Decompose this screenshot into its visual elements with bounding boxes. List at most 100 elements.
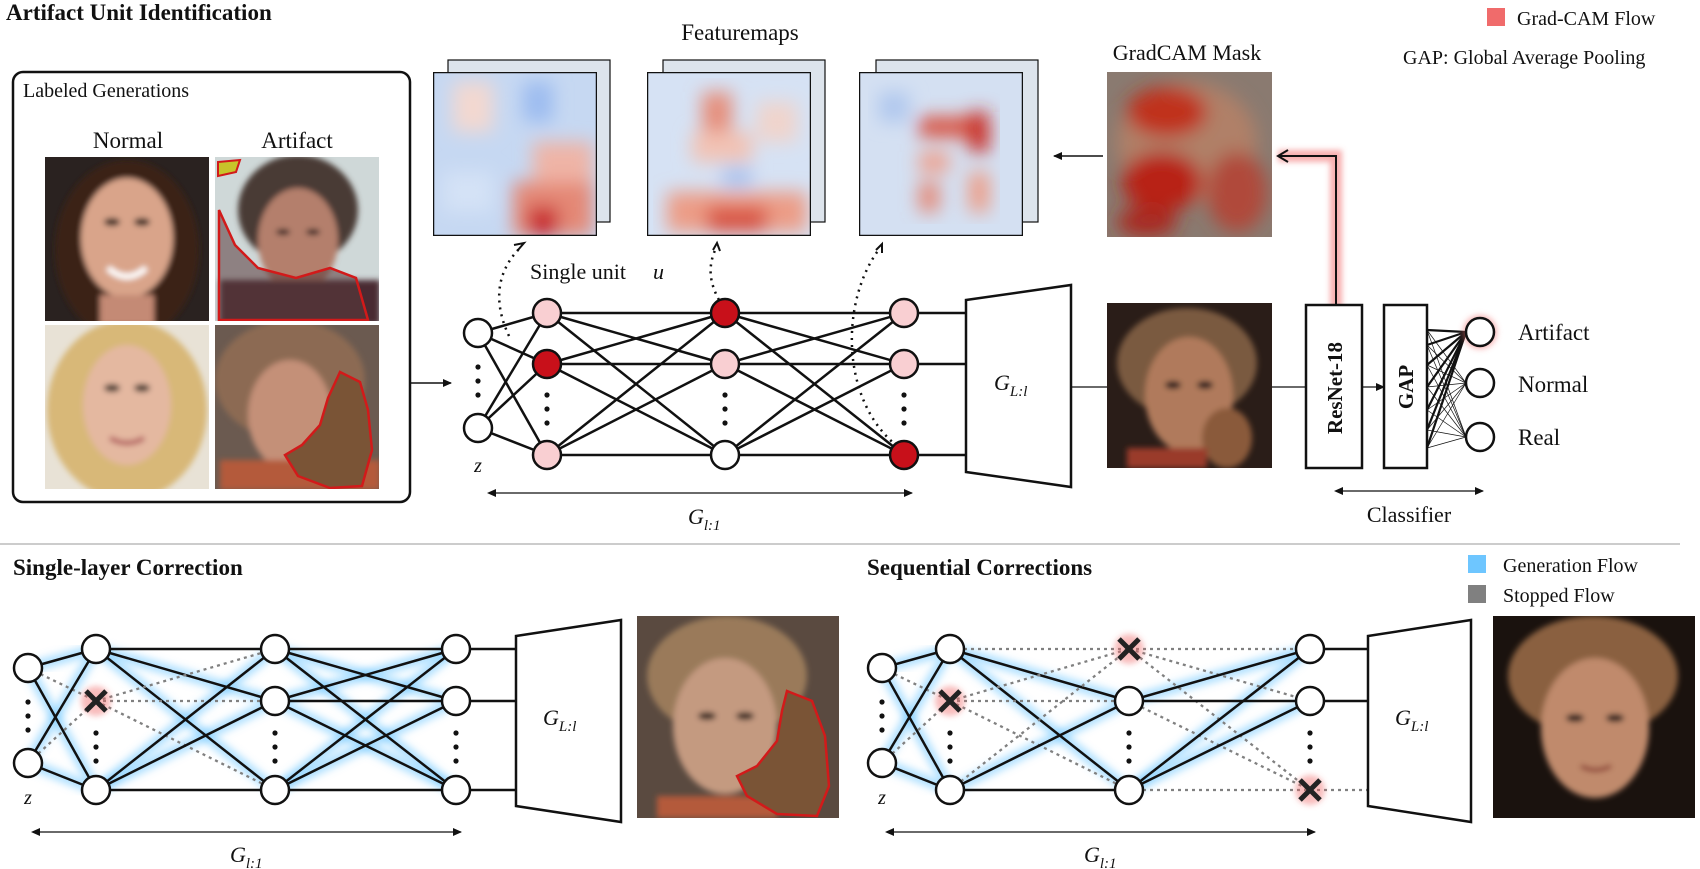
generator-tail-label: Gl:1 [688, 504, 721, 534]
x-mark-icon [1117, 637, 1141, 661]
network-unit [888, 439, 920, 471]
latent-unit [12, 652, 44, 684]
edge [1426, 329, 1467, 384]
ellipsis-dot [475, 378, 481, 384]
ellipsis-dot [475, 364, 481, 370]
edge [724, 312, 905, 456]
network-edges [476, 311, 966, 457]
output-node-real [1464, 421, 1496, 453]
ellipsis-dot [453, 758, 459, 764]
network-unit [80, 774, 112, 806]
generator-head-block [1366, 618, 1473, 824]
gradcam-mask-label: GradCAM Mask [1113, 40, 1262, 65]
network-unit [531, 439, 563, 471]
network-units [866, 633, 1326, 806]
ellipsis-dot [25, 699, 31, 705]
ellipsis-dot [272, 758, 278, 764]
column-normal-label: Normal [93, 128, 163, 153]
edge [1426, 436, 1467, 449]
labeled-generations-title: Labeled Generations [23, 80, 189, 102]
edge [1425, 331, 1468, 449]
network-unit [440, 685, 472, 717]
edge [1426, 328, 1467, 334]
stopped-edge [95, 647, 276, 703]
edge [1128, 647, 1311, 703]
latent-unit [12, 747, 44, 779]
ellipsis-dot [25, 713, 31, 719]
ellipsis-dot [722, 420, 728, 426]
single-unit-variable: u [653, 259, 664, 284]
generation-flow-glow [23, 643, 516, 796]
artifact-face-image-2 [215, 325, 379, 489]
edge [1426, 331, 1467, 411]
sequential-output-image [1493, 616, 1695, 818]
gap-note: GAP: Global Average Pooling [1403, 47, 1645, 69]
network-unit [888, 297, 920, 329]
edge [476, 312, 549, 429]
legend-gradcam: Grad-CAM Flow GAP: Global Average Poolin… [1403, 8, 1656, 69]
ellipsis-dot [93, 744, 99, 750]
ellipsis-dot [1126, 744, 1132, 750]
edge [724, 311, 905, 366]
artifact-face-image-1 [215, 157, 379, 321]
output-node-artifact [1464, 316, 1496, 348]
section-title-sequential-corrections: Sequential Corrections [867, 555, 1092, 580]
edge [724, 362, 905, 457]
ellipsis-dot [901, 420, 907, 426]
ellipsis-dot [947, 744, 953, 750]
network-unit [934, 774, 966, 806]
ellipsis-dot [453, 744, 459, 750]
gap-block [1382, 303, 1429, 470]
gradcam-flow-swatch [1487, 8, 1505, 26]
single-unit-label: Single unit [530, 259, 626, 284]
ellipsis-dot [722, 406, 728, 412]
generation-flow-legend-label: Generation Flow [1503, 555, 1639, 577]
featuremap-2 [647, 59, 826, 236]
single-layer-output-image [637, 616, 839, 818]
ellipsis-dot [453, 730, 459, 736]
network-unit [531, 348, 563, 380]
output-label-normal: Normal [1518, 372, 1588, 397]
network-unit [1113, 774, 1145, 806]
edge [26, 667, 98, 791]
section-title-artifact-unit-identification: Artifact Unit Identification [6, 0, 272, 25]
generation-flow-swatch [1468, 555, 1486, 573]
resnet-label: ResNet-18 [1323, 342, 1347, 434]
ellipsis-dot [93, 758, 99, 764]
latent-z-label: z [877, 787, 886, 809]
edge [477, 363, 548, 429]
edge [1426, 364, 1467, 384]
ellipsis-dot [475, 392, 481, 398]
normal-face-image-2 [45, 325, 209, 489]
x-mark-icon [938, 689, 962, 713]
edge [880, 667, 952, 791]
stopped-edge [881, 700, 951, 764]
generator-head-label: GL:l [1395, 705, 1428, 735]
stopped-edge [27, 700, 97, 764]
network-edges [880, 647, 1370, 792]
ellipsis-dot [544, 406, 550, 412]
edge [1426, 331, 1467, 366]
network-unit [709, 439, 741, 471]
network-unit [440, 633, 472, 665]
network-units [12, 633, 472, 806]
generator-tail-label: Gl:1 [1084, 842, 1117, 869]
sequential-network: z Gl:1 GL:l [866, 616, 1695, 869]
ellipsis-dot [544, 420, 550, 426]
normal-face-image-1 [45, 157, 209, 321]
latent-unit [866, 747, 898, 779]
edge [95, 648, 276, 791]
ellipsis-dot [901, 406, 907, 412]
edge [476, 332, 549, 456]
edge [546, 312, 726, 456]
edge [95, 699, 276, 792]
edge [1426, 382, 1467, 449]
generator-network-top: z Single unit u Gl:1 GL:l [462, 240, 1107, 534]
edge [949, 699, 1130, 792]
edge [274, 647, 457, 703]
stopped-edge [949, 647, 1130, 703]
output-node-normal [1464, 367, 1496, 399]
ellipsis-dot [93, 730, 99, 736]
stopped-edge [1128, 647, 1311, 703]
